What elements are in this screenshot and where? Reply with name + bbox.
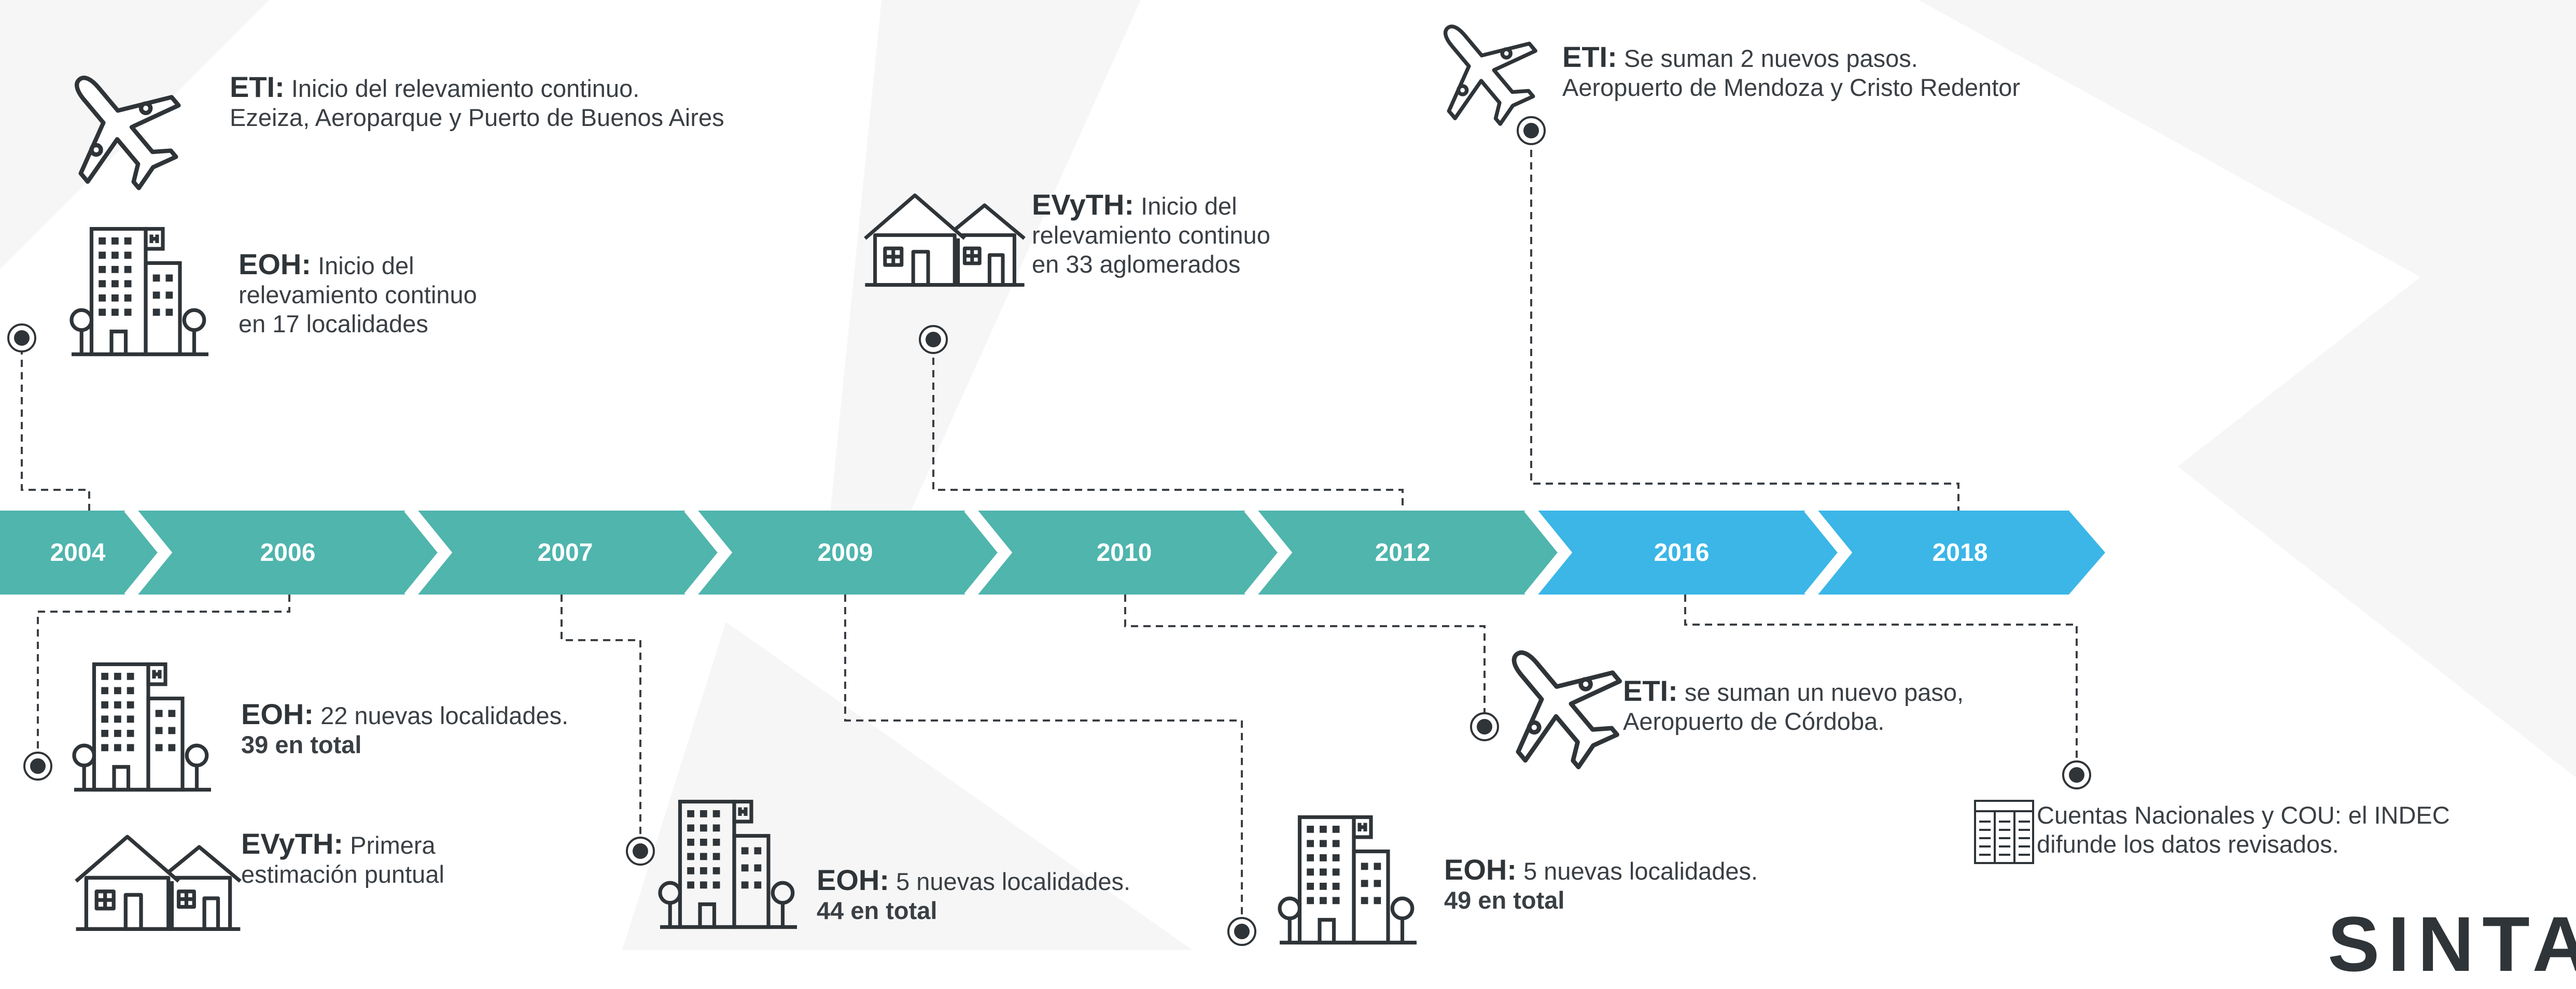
survey-tag: EVyTH:: [241, 827, 344, 860]
event-text: Cuentas Nacionales y COU: el INDEC: [2037, 801, 2450, 829]
survey-tag: EVyTH:: [1032, 188, 1135, 221]
airplane-icon: [75, 76, 181, 190]
airplane-icon: [1443, 24, 1537, 126]
event-eoh-2009: EOH: 5 nuevas localidades. 49 en total: [1444, 855, 1758, 915]
event-text: en 17 localidades: [239, 310, 428, 337]
year-segment-2007: [407, 511, 726, 595]
year-label: 2012: [1375, 539, 1431, 567]
event-text: en 33 aglomerados: [1032, 250, 1241, 278]
survey-tag: EOH:: [817, 864, 889, 896]
year-label: 2007: [537, 539, 593, 567]
event-text: 5 nuevas localidades.: [896, 868, 1131, 895]
building-icon: [57, 656, 228, 798]
event-text: Inicio del relevamiento continuo.: [291, 75, 640, 102]
survey-tag: ETI:: [1562, 40, 1617, 73]
event-text: Se suman 2 nuevos pasos.: [1623, 45, 1918, 72]
year-label: 2006: [260, 539, 316, 567]
year-segment-2012: [1247, 511, 1566, 595]
house-icon: [862, 181, 1028, 295]
year-label: 2016: [1654, 539, 1710, 567]
event-eoh-2004: EOH: Inicio del relevamiento continuo en…: [239, 250, 477, 338]
event-text: Inicio del: [318, 252, 414, 279]
event-text: relevamiento continuo: [1032, 221, 1270, 249]
event-text: 22 nuevas localidades.: [320, 702, 569, 729]
year-segment-2010: [967, 511, 1286, 595]
survey-tag: EOH:: [239, 248, 311, 280]
event-eti-2012: ETI: se suman un nuevo paso, Aeropuerto …: [1623, 676, 1964, 736]
year-label: 2004: [50, 539, 106, 567]
event-text: relevamiento continuo: [239, 281, 477, 308]
event-eti-2016: ETI: Se suman 2 nuevos pasos. Aeropuerto…: [1562, 43, 2020, 102]
year-segment-2018: [1807, 511, 2105, 595]
event-text: Aeropuerto de Mendoza y Cristo Redentor: [1562, 74, 2021, 101]
building-icon: [643, 793, 814, 936]
event-text: se suman un nuevo paso,: [1684, 679, 1964, 706]
year-segment-2009: [687, 511, 1006, 595]
survey-tag: ETI:: [230, 70, 285, 103]
event-evyth-2010: EVyTH: Inicio del relevamiento continuo …: [1032, 190, 1270, 279]
airplane-icon: [1511, 650, 1622, 770]
background-watermark: [0, 0, 2576, 950]
event-text: Primera: [350, 831, 436, 859]
event-eoh-2007: EOH: 5 nuevas localidades. 44 en total: [817, 866, 1130, 925]
event-total: 44 en total: [817, 897, 937, 924]
event-text: Aeropuerto de Córdoba.: [1623, 708, 1885, 735]
markers: [7, 116, 2091, 946]
event-text: estimación puntual: [241, 860, 444, 888]
event-text: 5 nuevas localidades.: [1523, 857, 1758, 885]
event-text: Ezeiza, Aeroparque y Puerto de Buenos Ai…: [230, 104, 724, 131]
year-label: 2018: [1932, 539, 1988, 567]
house-icon: [73, 822, 244, 941]
survey-tag: ETI:: [1623, 674, 1678, 707]
year-segment-2004: [0, 511, 166, 595]
event-text: Inicio del: [1141, 192, 1237, 220]
year-segment-2016: [1527, 511, 1846, 595]
survey-tag: EOH:: [241, 698, 314, 730]
year-segment-2006: [127, 511, 446, 595]
survey-tag: EOH:: [1444, 853, 1517, 886]
year-label: 2010: [1096, 539, 1152, 567]
event-eoh-2006: EOH: 22 nuevas localidades. 39 en total: [241, 700, 568, 759]
event-cn-2018: Cuentas Nacionales y COU: el INDEC difun…: [2037, 801, 2450, 859]
event-total: 39 en total: [241, 731, 362, 758]
year-label: 2009: [817, 539, 873, 567]
brand-logo-text: SINTA: [2328, 900, 2576, 987]
event-total: 49 en total: [1444, 886, 1565, 914]
connectors: [21, 137, 2078, 917]
building-icon: [54, 220, 226, 363]
timeline-band: [0, 116, 2105, 946]
building-icon: [1263, 809, 1434, 951]
event-evyth-2006: EVyTH: Primera estimación puntual: [241, 829, 444, 889]
table-icon: [1974, 800, 2034, 864]
event-eti-2004: ETI: Inicio del relevamiento continuo. E…: [230, 73, 724, 132]
event-text: difunde los datos revisados.: [2037, 830, 2339, 858]
